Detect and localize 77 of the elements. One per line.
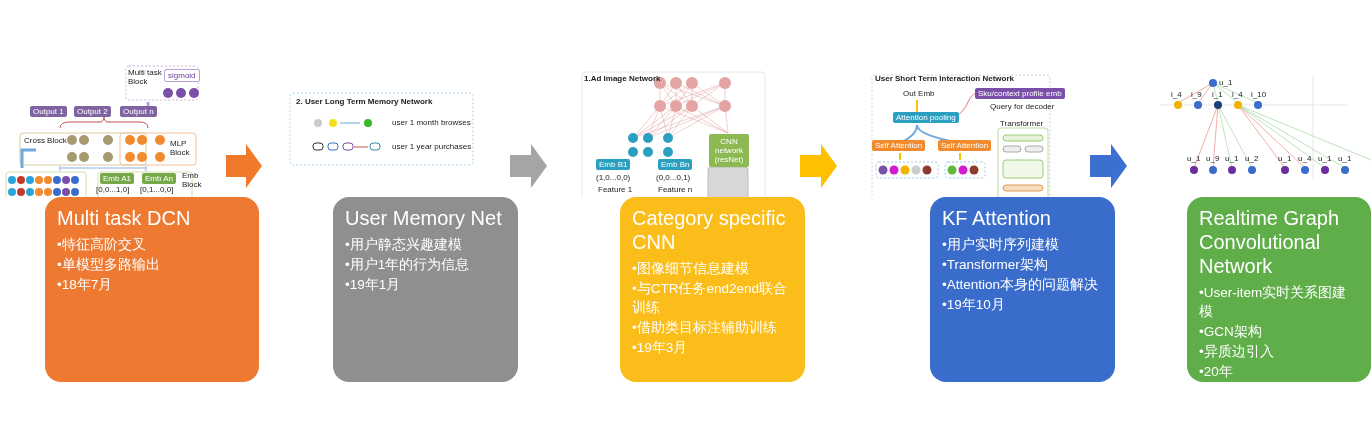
graph-node-label: u_4 [1298,154,1312,163]
graph-node-label: i_4 [1232,90,1243,99]
block-label: Emb Bn [658,159,693,170]
figure-title: 2. User Long Term Memory Network [296,97,433,106]
diagram-text: user 1 year purchases [392,142,472,151]
block-caption: Multi task Block [128,68,163,86]
block-label: Self Attention [938,140,992,151]
diagram-text: Transformer [1000,119,1044,128]
block-label: Output n [120,106,157,117]
arrow [1090,144,1127,188]
diagram-text: user 1 month browses [392,118,471,127]
bullet-text: •用户实时序列建模 [942,236,1060,254]
stage-card [1187,197,1371,382]
block-label: Emb A1 [100,173,134,184]
block-label: Output 1 [30,106,67,117]
diagram-text: Feature 1 [598,185,633,194]
bullet-text: •特征高阶交叉 [57,236,147,254]
bullet-text: •Transformer架构 [942,256,1049,274]
stage-card [620,197,805,382]
bullet-text: •图像细节信息建模 [632,260,750,278]
figure-title: 1.Ad Image Network [584,74,661,83]
figure-title: User Short Term Interaction Network [875,74,1014,83]
bullet-text: •与CTR任务end2end联合训练 [632,280,789,317]
graph-node-label: u_1 [1187,154,1201,163]
bullet-text: •用户静态兴趣建模 [345,236,463,254]
graph-node-label: i_4 [1171,90,1182,99]
card-title: Category specific CNN [632,206,787,254]
graph-node-label: u_1 [1219,78,1233,87]
graph-node-label: u_1 [1338,154,1352,163]
vector-text: (1,0...0,0) [596,173,631,182]
bullet-text: •单模型多路输出 [57,256,161,274]
bullet-text: •GCN架构 [1199,323,1263,341]
arrow [800,144,837,188]
bullet-text: •19年3月 [632,339,689,357]
graph-node-label: i_1 [1212,90,1223,99]
stage-card [930,197,1115,382]
block-caption: Out Emb [903,89,935,98]
block-caption: Emb Block [182,171,203,189]
block-caption: Cross Block [24,136,67,145]
diagram-text: Feature n [658,185,693,194]
bullet-text: •用户1年的行为信息 [345,256,471,274]
block-label: CNN network (resNet) [709,134,749,167]
arrow [226,144,262,188]
bullet-text: •20年 [1199,363,1234,381]
vector-text: [0,0...1,0] [96,185,130,194]
graph-node-label: u_2 [1245,154,1259,163]
card-title: KF Attention [942,206,1052,230]
graph-node-label: u_1 [1278,154,1292,163]
bullet-text: •Attention本身的问题解决 [942,276,1099,294]
card-title: User Memory Net [345,206,503,230]
card-title: Multi task DCN [57,206,192,230]
graph-node-label: u_1 [1225,154,1239,163]
card-title: Realtime Graph Convolutional Network [1199,206,1341,278]
vector-text: (0,0...0,1) [656,173,691,182]
stage-card [333,197,518,382]
bullet-text: •19年1月 [345,276,402,294]
block-label: Emb B1 [596,159,631,170]
graph-node-label: u_9 [1206,154,1220,163]
block-label: Self Attention [872,140,926,151]
block-caption: MLP Block [170,139,191,157]
bullet-text: •19年10月 [942,296,1006,314]
graph-node-label: u_1 [1318,154,1332,163]
bullet-text: •18年7月 [57,276,114,294]
block-label: Attention pooling [893,112,959,123]
graph-node-label: i_9 [1191,90,1202,99]
block-label: Sku/context profile emb [975,88,1065,99]
graph-node-label: i_10 [1251,90,1267,99]
block-label: Output 2 [74,106,111,117]
stage-card [45,197,259,382]
block-caption: sigmoid [164,69,200,82]
block-label: Emb An [142,173,176,184]
bullet-text: •User-item实时关系图建模 [1199,284,1348,321]
bullet-text: •异质边引入 [1199,343,1275,361]
bullet-text: •借助类目标注辅助训练 [632,319,778,337]
diagram-text: Query for decoder [990,102,1055,111]
arrow [510,144,547,188]
vector-text: [0,1...0,0] [140,185,174,194]
